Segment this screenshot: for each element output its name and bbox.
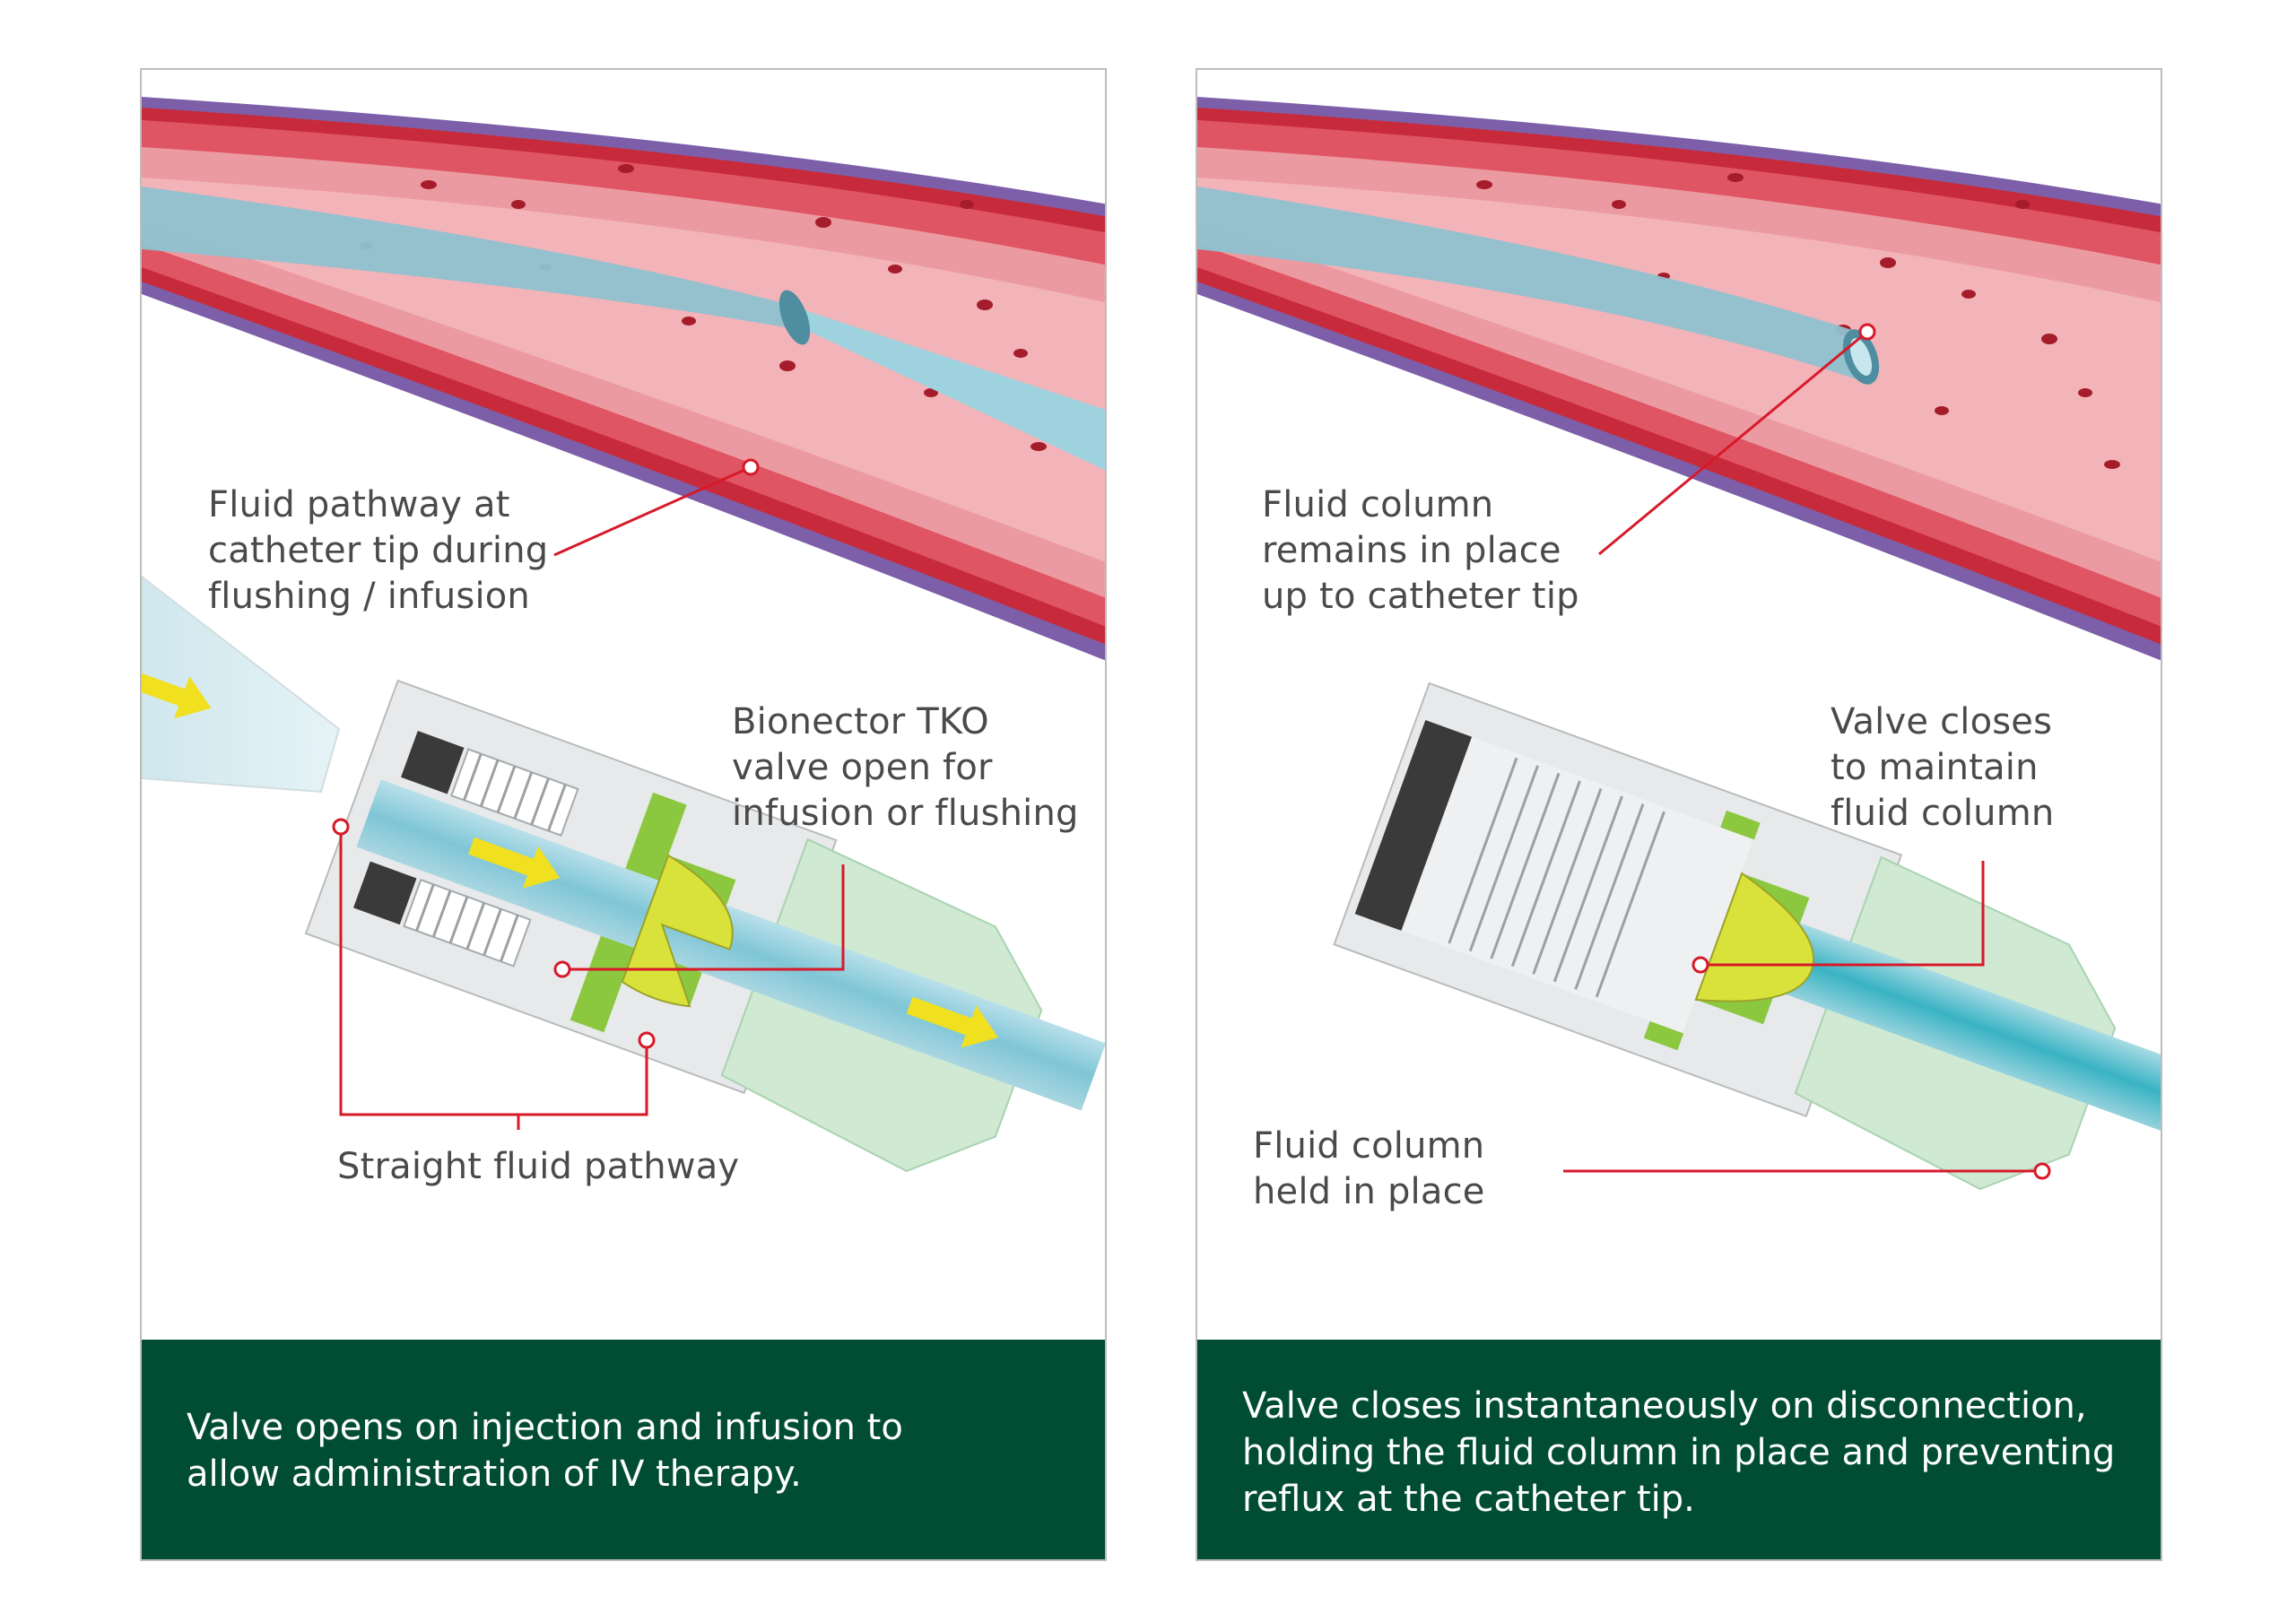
connector-assembly — [1333, 681, 2161, 1191]
label-catheter-tip-flushing: Fluid pathway at catheter tip during flu… — [208, 484, 549, 617]
caption-text: Valve closes instantaneously on disconne… — [1242, 1385, 2116, 1520]
ring-dot-icon — [332, 458, 760, 1049]
caption-bar: Valve opens on injection and infusion to… — [142, 1340, 1105, 1559]
label-column-held: Fluid column held in place — [1253, 1125, 1485, 1212]
ring-dot-icon — [1692, 323, 2051, 1180]
caption-bar: Valve closes instantaneously on disconne… — [1197, 1340, 2161, 1559]
label-valve-closes: Valve closes to maintain fluid column — [1831, 701, 2055, 834]
label-valve-open: Bionector TKO valve open for infusion or… — [732, 701, 1079, 834]
valve-open-illustration — [142, 97, 1105, 1173]
red-blood-cells — [360, 164, 1047, 451]
panel-valve-closed: Fluid column remains in place up to cath… — [1196, 68, 2162, 1561]
connector-assembly — [142, 667, 1105, 1173]
leader-lines — [339, 465, 845, 1130]
leader-lines — [1563, 330, 2042, 1173]
arrow-right-icon — [142, 667, 998, 1048]
label-catheter-tip-column: Fluid column remains in place up to cath… — [1262, 484, 1579, 617]
syringe — [142, 575, 341, 794]
caption-text: Valve opens on injection and infusion to… — [187, 1407, 903, 1495]
panel-valve-open: Fluid pathway at catheter tip during flu… — [140, 68, 1107, 1561]
valve-closed-illustration — [1197, 97, 2161, 1191]
label-straight-pathway: Straight fluid pathway — [337, 1146, 740, 1187]
catheter — [142, 187, 1105, 471]
